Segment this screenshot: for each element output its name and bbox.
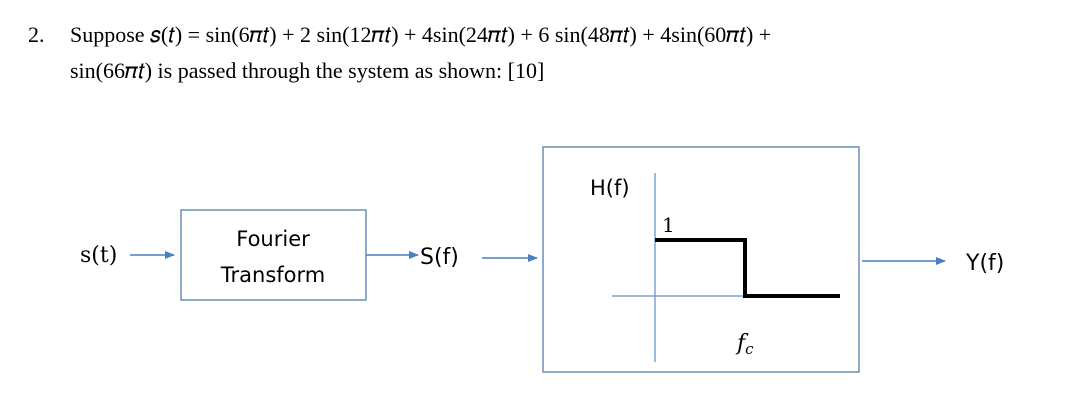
fourier-label-line1: Fourier — [236, 227, 310, 251]
fourier-label-line2: Transform — [220, 263, 325, 287]
question-line-2: sin(66𝜋𝑡) is passed through the system a… — [70, 58, 545, 83]
fourier-transform-box — [180, 209, 367, 301]
input-label: s(t) — [80, 243, 117, 268]
output-label: Y(f) — [965, 251, 1004, 276]
question-line-1: 2. Suppose 𝑠(𝑡) = sin(6𝜋𝑡) + 2 sin(12𝜋𝑡) … — [28, 22, 771, 48]
spectrum-label: S(f) — [420, 245, 459, 270]
filter-title: H(f) — [590, 176, 630, 200]
cutoff-subscript: c — [745, 340, 754, 358]
question-text-1: Suppose 𝑠(𝑡) = sin(6𝜋𝑡) + 2 sin(12𝜋𝑡) + … — [70, 22, 772, 47]
filter-gain-label: 1 — [662, 213, 675, 237]
lowpass-response — [655, 238, 840, 298]
filter-box — [542, 146, 860, 373]
question-number: 2. — [28, 22, 45, 47]
